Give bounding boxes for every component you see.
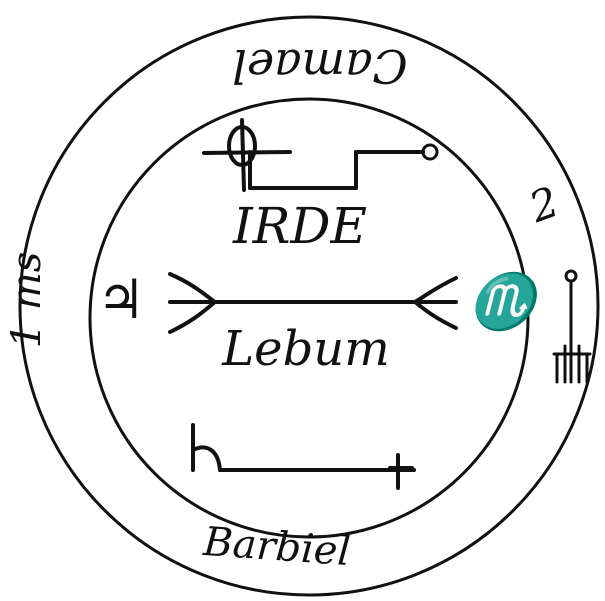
top-sigil-icon xyxy=(204,120,437,190)
ring-right-text: 2 xyxy=(522,177,565,233)
middle-word: Lebum xyxy=(221,321,389,377)
ring-top-text: Camael xyxy=(232,39,408,93)
ring-bottom-text: Barbiel xyxy=(201,519,352,575)
scorpio-symbol-icon: ♏ xyxy=(468,270,545,333)
trident-icon xyxy=(554,271,590,382)
ring-left-text: 1 ms xyxy=(4,252,50,349)
upper-word: IRDE xyxy=(232,197,367,255)
jupiter-symbol-icon: ♃ xyxy=(97,268,145,331)
bottom-sigil-icon xyxy=(193,425,414,488)
